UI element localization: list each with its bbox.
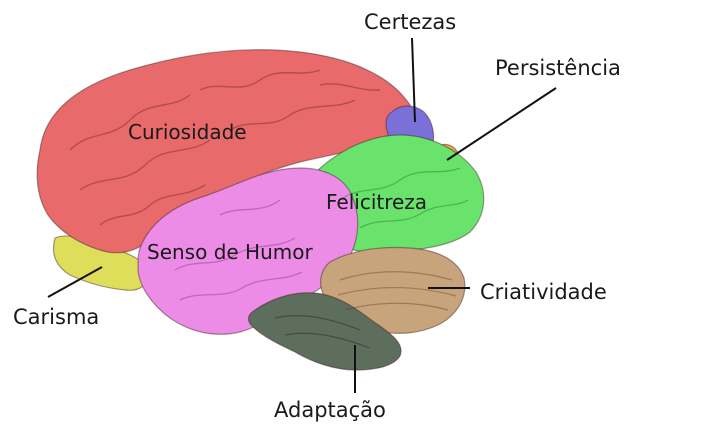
label-curiosidade: Curiosidade (128, 120, 247, 144)
region-adaptacao (247, 292, 402, 371)
region-curiosidade (36, 49, 412, 254)
label-persistencia: Persistência (495, 56, 621, 80)
cerebellum-texture (337, 271, 457, 311)
label-senso-humor: Senso de Humor (147, 240, 313, 264)
leader-carisma (47, 266, 103, 298)
brainstem-texture (274, 315, 371, 349)
label-criatividade: Criatividade (480, 280, 607, 304)
label-adaptacao: Adaptação (274, 398, 386, 422)
label-certezas: Certezas (364, 10, 457, 34)
gyri-texture (69, 69, 381, 226)
label-carisma: Carisma (13, 305, 100, 329)
pink-gyri-texture (174, 199, 303, 301)
green-gyri-texture (339, 167, 469, 229)
label-felicitreza: Felicitreza (326, 190, 428, 214)
leader-persistencia (446, 87, 557, 161)
leader-certezas (411, 37, 416, 123)
